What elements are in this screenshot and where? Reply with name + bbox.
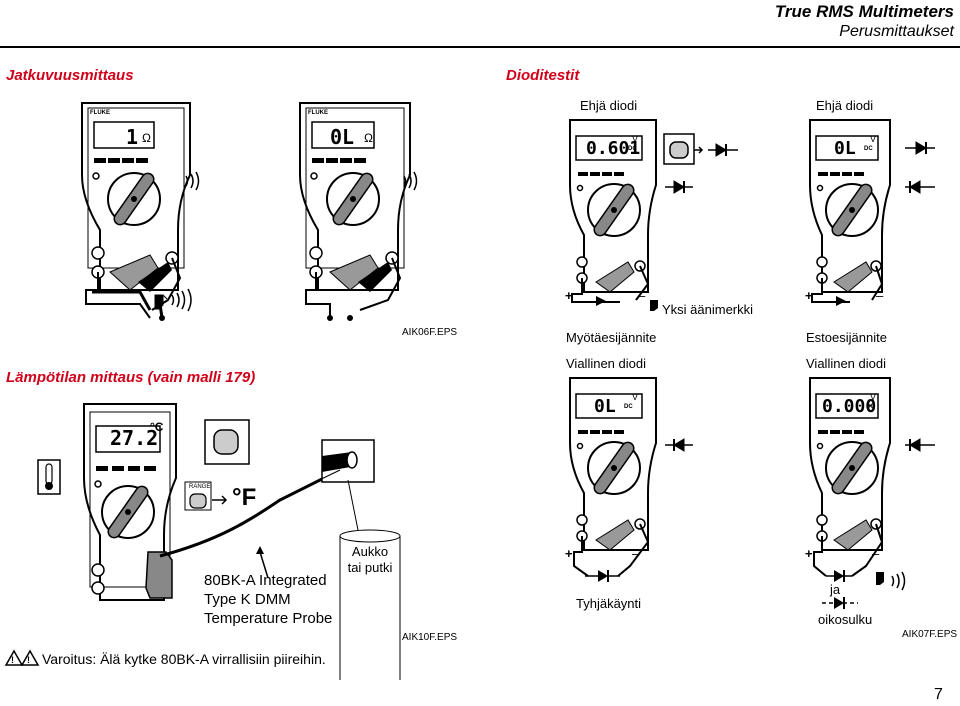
temperature-display: 27.2 (110, 426, 159, 450)
continuity-meter-2-unit: Ω (364, 131, 373, 145)
diode-meter-1-unit: V (632, 134, 639, 144)
arrow-icon (256, 546, 269, 579)
beeper-icon (154, 171, 200, 312)
diode-meter-2-display: 0L (834, 138, 856, 159)
plus-sign: + (805, 288, 813, 303)
diode-meter-2 (809, 119, 891, 306)
diode-meter-1-unit2: DC (628, 146, 637, 152)
diode-meter-1-display: 0.601 (586, 138, 641, 159)
document-title: True RMS Multimeters (774, 2, 954, 21)
open-circuit-label: Tyhjäkäynti (576, 596, 642, 611)
warning-icon: ! ! (4, 649, 40, 666)
document-subtitle: Perusmittaukset (839, 23, 954, 40)
single-beep-label: Yksi äänimerkki (662, 302, 754, 317)
diode-meter-4-display: 0.000 (822, 396, 877, 417)
short-circuit-label: oikosulku (818, 612, 873, 627)
diode-icon (665, 438, 935, 452)
minus-sign: – (638, 288, 646, 303)
probe-label: 80BK-A Integrated Type K DMM Temperature… (204, 572, 333, 627)
temperature-figure-id: AIK10F.EPS (402, 632, 458, 643)
diode-meter-1 (569, 119, 658, 311)
forward-bias-label: Myötäesijännite (566, 330, 657, 345)
good-diode-label-1: Ehjä diodi (580, 98, 638, 113)
diode-figure-id: AIK07F.EPS (902, 629, 958, 640)
temperature-unit: °C (150, 420, 164, 434)
minus-sign: – (872, 546, 880, 561)
diode-meter-4-unit: V (870, 392, 877, 402)
plus-sign: + (805, 546, 813, 561)
continuity-meter-1-display: 1 (126, 125, 138, 149)
continuity-meter-1-unit: Ω (142, 131, 151, 145)
diode-meter-4-unit2: DC (866, 404, 875, 410)
minus-sign: – (632, 546, 640, 561)
brand-logo: FLUKE (308, 110, 328, 116)
range-label: RANGE (189, 484, 211, 490)
diode-meter-4 (809, 377, 906, 609)
gap-or-pipe-label: Aukko tai putki (347, 544, 393, 575)
continuity-figure-id: AIK06F.EPS (402, 327, 458, 338)
bad-diode-label-2: Viallinen diodi (806, 356, 886, 371)
good-diode-label-2: Ehjä diodi (816, 98, 874, 113)
minus-sign: – (876, 288, 884, 303)
warning-text: Varoitus: Älä kytke 80BK-A virrallisiin … (42, 651, 326, 667)
section-temperature: Lämpötilan mittaus (vain malli 179) (6, 369, 256, 386)
diode-meter-3-display: 0L (594, 396, 616, 417)
diode-meter-2-unit2: DC (864, 146, 873, 152)
diode-meter-3-unit2: DC (624, 404, 633, 410)
plus-sign: + (565, 288, 573, 303)
range-button-icon (184, 419, 250, 511)
diode-icon (665, 141, 935, 194)
brand-logo: FLUKE (90, 110, 110, 116)
temperature-meter (83, 403, 341, 601)
svg-text:!: ! (11, 655, 14, 665)
continuity-meter-2-display: 0L (330, 125, 354, 149)
bad-diode-label-1: Viallinen diodi (566, 356, 646, 371)
and-label: ja (830, 582, 841, 597)
continuity-meter-2 (299, 102, 418, 321)
reverse-bias-label: Estoesijännite (806, 330, 887, 345)
diode-meter-3 (569, 377, 657, 582)
diode-meter-3-unit: V (632, 392, 639, 402)
button-press-icon (663, 133, 704, 165)
page-number: 7 (934, 686, 943, 703)
pipe-icon (277, 469, 401, 680)
svg-text:!: ! (27, 655, 30, 665)
section-diode: Dioditestit (506, 67, 580, 84)
section-continuity: Jatkuvuusmittaus (6, 67, 134, 84)
header-rule (0, 46, 960, 48)
fahrenheit-label: °F (232, 484, 257, 511)
continuity-meter-1 (81, 102, 191, 321)
probe-tip-magnifier (321, 439, 375, 541)
thermometer-icon (37, 459, 61, 495)
plus-sign: + (565, 546, 573, 561)
diode-meter-2-unit: V (870, 134, 877, 144)
